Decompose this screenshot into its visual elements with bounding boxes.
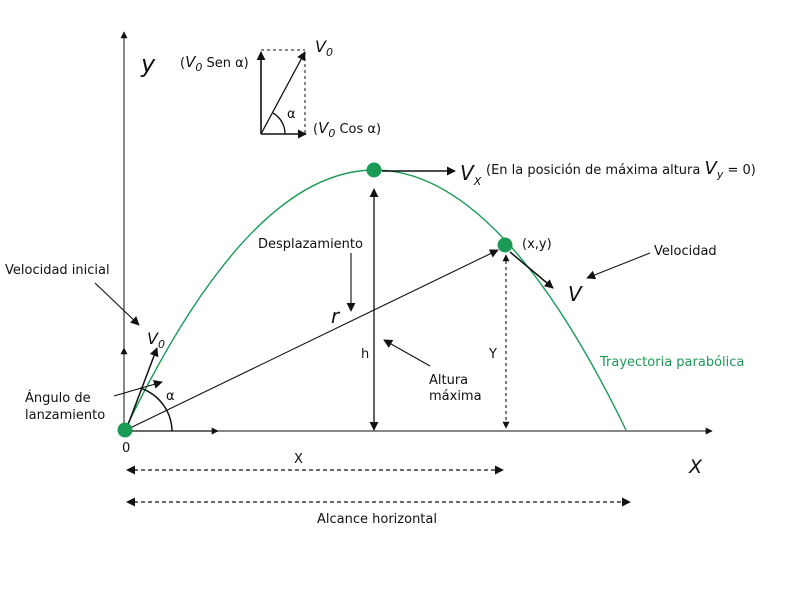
x-axis-label: X bbox=[688, 456, 703, 478]
inset-angle-arc bbox=[272, 112, 286, 135]
peak-point bbox=[366, 162, 382, 178]
initial-velocity-pointer bbox=[94, 282, 140, 326]
initial-velocity-label: Velocidad inicial bbox=[5, 263, 110, 278]
velocity-label-pointer bbox=[586, 252, 651, 280]
inset-resultant-vector bbox=[260, 51, 306, 135]
v0-near-origin-label: V0 bbox=[147, 329, 165, 351]
x-distance-label: X bbox=[294, 452, 303, 467]
y-axis-label: y bbox=[140, 50, 156, 78]
y-height-label: Y bbox=[488, 347, 497, 362]
h-label: h bbox=[361, 347, 369, 362]
inset-v0-label: V0 bbox=[315, 37, 333, 59]
trajectory-label: Trayectoria parabólica bbox=[599, 355, 744, 370]
inset-v0-sen-label: (V0 Sen α) bbox=[180, 53, 249, 74]
r-label: r bbox=[331, 304, 341, 328]
inset-v0-cos-label: (V0 Cos α) bbox=[313, 119, 381, 140]
altura-maxima-line1: Altura bbox=[429, 373, 468, 388]
altura-maxima-pointer bbox=[383, 339, 431, 367]
range-label: Alcance horizontal bbox=[317, 512, 437, 527]
angle-label-line1: Ángulo de bbox=[25, 390, 91, 406]
inset-alpha-label: α bbox=[287, 107, 296, 122]
point-xy bbox=[497, 237, 513, 253]
velocity-label: Velocidad bbox=[654, 244, 717, 259]
parabolic-trajectory bbox=[124, 169, 627, 431]
altura-maxima-line2: máxima bbox=[429, 389, 482, 404]
alpha-label: α bbox=[166, 389, 175, 404]
point-xy-label: (x,y) bbox=[522, 237, 552, 252]
origin-point bbox=[117, 422, 133, 438]
vx-label: VX bbox=[460, 161, 482, 188]
angle-label-line2: lanzamiento bbox=[25, 408, 105, 423]
velocity-vector-label: V bbox=[568, 282, 583, 306]
velocity-vector-at-point bbox=[509, 251, 554, 289]
launch-angle-arc bbox=[139, 387, 173, 432]
displacement-vector-r bbox=[125, 249, 499, 431]
max-height-note: (En la posición de máxima altura Vy = 0) bbox=[486, 158, 756, 181]
displacement-label: Desplazamiento bbox=[258, 237, 363, 252]
inset-decomposition bbox=[256, 49, 307, 139]
origin-label: 0 bbox=[122, 441, 130, 456]
angle-label-pointer bbox=[113, 379, 163, 397]
